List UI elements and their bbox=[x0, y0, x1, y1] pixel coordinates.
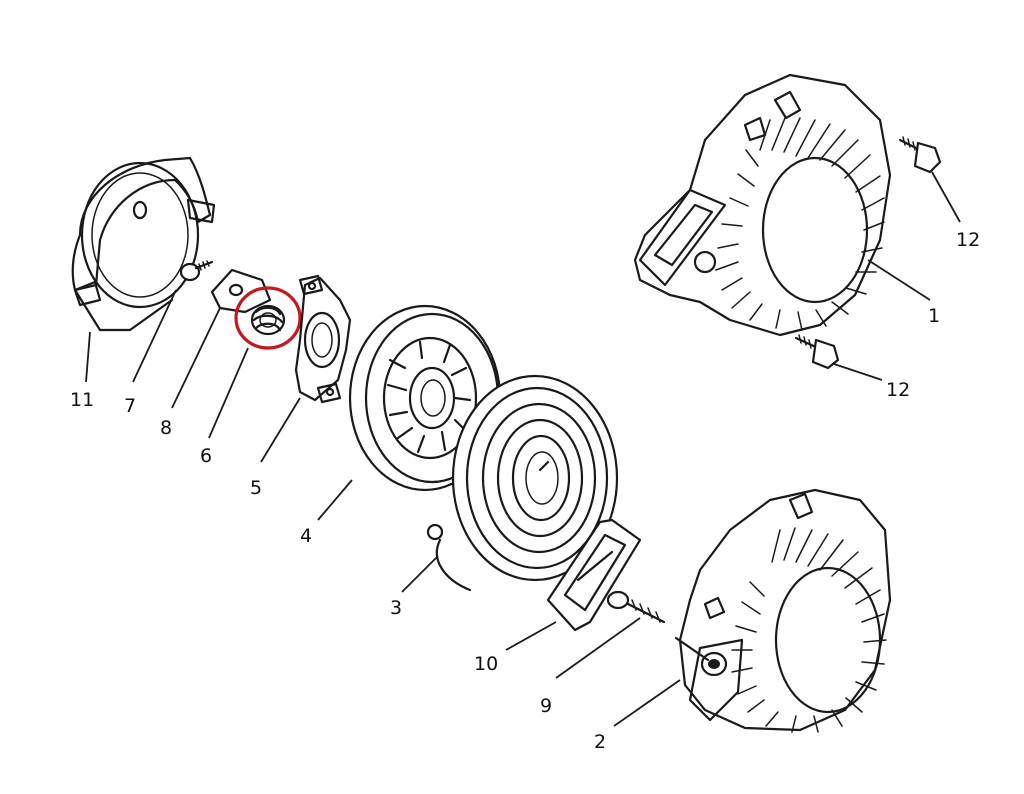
callout-7: 7 bbox=[124, 395, 136, 417]
part-5-plate bbox=[294, 274, 352, 404]
callout-12-bottom: 12 bbox=[886, 379, 910, 401]
callout-11: 11 bbox=[70, 389, 94, 411]
leader-lines bbox=[85, 171, 961, 727]
callout-10: 10 bbox=[474, 653, 498, 675]
callout-8: 8 bbox=[160, 417, 172, 439]
part-7-screw bbox=[179, 260, 214, 282]
callout-9: 9 bbox=[540, 695, 552, 717]
part-9-rope bbox=[626, 599, 666, 624]
callout-4: 4 bbox=[300, 525, 312, 547]
callout-2: 2 bbox=[594, 731, 606, 753]
part-2-housing bbox=[674, 488, 892, 733]
part-6-spring bbox=[250, 304, 286, 336]
callout-12-top: 12 bbox=[956, 229, 980, 251]
callout-3: 3 bbox=[390, 597, 402, 619]
callout-5: 5 bbox=[250, 477, 262, 499]
part-11-cup bbox=[71, 156, 216, 332]
part-12-bolt-bottom bbox=[794, 334, 840, 370]
part-10-handle bbox=[546, 518, 642, 632]
part-3-spring bbox=[426, 374, 619, 592]
callout-1: 1 bbox=[928, 305, 940, 327]
part-6-highlight-circle bbox=[234, 286, 302, 350]
part-12-bolt-top bbox=[898, 136, 942, 174]
part-1-housing bbox=[633, 73, 892, 337]
callout-6: 6 bbox=[200, 445, 212, 467]
part-8-ratchet bbox=[210, 268, 272, 314]
